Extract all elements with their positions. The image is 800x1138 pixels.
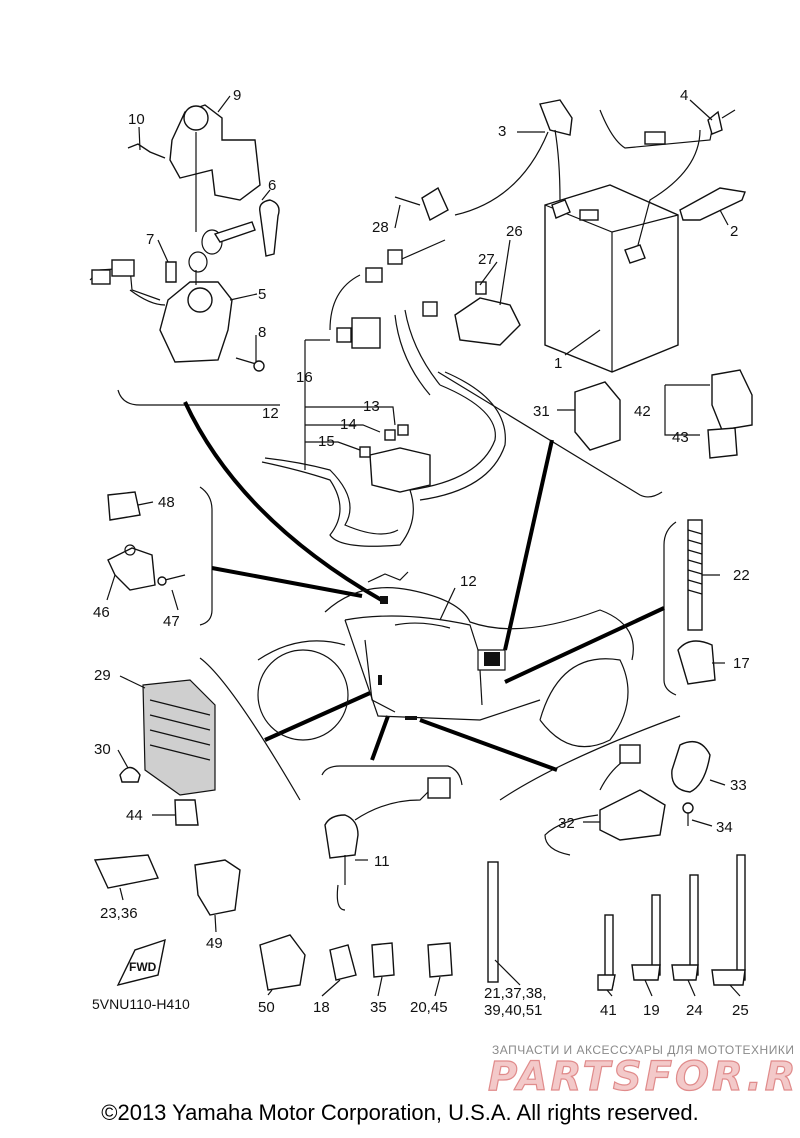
label-35: 35 — [370, 999, 387, 1016]
label-26: 26 — [506, 223, 523, 240]
fwd-arrow-label: FWD — [129, 960, 157, 974]
label-33: 33 — [730, 777, 747, 794]
label-44: 44 — [126, 807, 143, 824]
fwd-arrow-icon: FWD — [116, 938, 166, 987]
diagram-code: 5VNU110-H410 — [92, 996, 190, 1012]
label-34: 34 — [716, 819, 733, 836]
label-24: 24 — [686, 1002, 703, 1019]
relays — [574, 369, 753, 459]
label-50: 50 — [258, 999, 275, 1016]
rectifier-assembly — [119, 679, 216, 826]
label-49: 49 — [206, 935, 223, 952]
leader-lines — [183, 401, 665, 772]
wire-harness — [261, 186, 521, 547]
label-20-45: 20,45 — [410, 999, 448, 1016]
main-switch-assembly — [89, 104, 280, 372]
label-15: 15 — [318, 433, 335, 450]
label-6: 6 — [268, 177, 276, 194]
label-48: 48 — [158, 494, 175, 511]
label-47: 47 — [163, 613, 180, 630]
watermark: ЗАПЧАСТИ И АКСЕССУАРЫ ДЛЯ МОТОТЕХНИКИ PA… — [487, 1043, 800, 1101]
label-12b: 12 — [460, 573, 477, 590]
switch-assembly-11 — [324, 777, 451, 911]
motorcycle-outline — [257, 571, 634, 748]
label-21-37-38: 21,37,38, — [484, 985, 547, 1002]
label-25: 25 — [732, 1002, 749, 1019]
label-46: 46 — [93, 604, 110, 621]
sensor-assembly-32 — [544, 741, 711, 856]
label-2: 2 — [730, 223, 738, 240]
label-42: 42 — [634, 403, 651, 420]
label-9: 9 — [233, 87, 241, 104]
label-1: 1 — [554, 355, 562, 372]
label-23-36: 23,36 — [100, 905, 138, 922]
stud-and-clamp — [677, 519, 716, 685]
label-13: 13 — [363, 398, 380, 415]
label-31: 31 — [533, 403, 550, 420]
label-19: 19 — [643, 1002, 660, 1019]
label-16: 16 — [296, 369, 313, 386]
label-27: 27 — [478, 251, 495, 268]
label-11: 11 — [374, 853, 390, 870]
label-8: 8 — [258, 324, 266, 341]
label-28: 28 — [372, 219, 389, 236]
watermark-caption: ЗАПЧАСТИ И АКСЕССУАРЫ ДЛЯ МОТОТЕХНИКИ — [492, 1043, 794, 1057]
label-3: 3 — [498, 123, 506, 140]
label-30: 30 — [94, 741, 111, 758]
copyright-notice: ©2013 Yamaha Motor Corporation, U.S.A. A… — [101, 1100, 699, 1125]
bottom-clamps-ties — [93, 854, 746, 991]
battery-assembly — [454, 99, 746, 373]
callout-leaders — [106, 95, 741, 997]
label-29: 29 — [94, 667, 111, 684]
label-22: 22 — [733, 567, 750, 584]
label-7: 7 — [146, 231, 154, 248]
label-14: 14 — [340, 416, 357, 433]
label-43: 43 — [672, 429, 689, 446]
watermark-logo: PARTSFOR.RU — [488, 1054, 800, 1100]
label-5: 5 — [258, 286, 266, 303]
clamps-left — [107, 491, 186, 591]
label-12a: 12 — [262, 405, 279, 422]
label-10: 10 — [128, 111, 145, 128]
label-32: 32 — [558, 815, 575, 832]
label-18: 18 — [313, 999, 330, 1016]
label-4: 4 — [680, 87, 688, 104]
part-labels: 9 10 6 7 5 8 3 4 2 1 28 27 26 16 12 13 1… — [93, 87, 750, 1019]
label-41: 41 — [600, 1002, 617, 1019]
label-39-40-51: 39,40,51 — [484, 1002, 542, 1019]
label-17: 17 — [733, 655, 750, 672]
section-borders — [117, 371, 681, 801]
